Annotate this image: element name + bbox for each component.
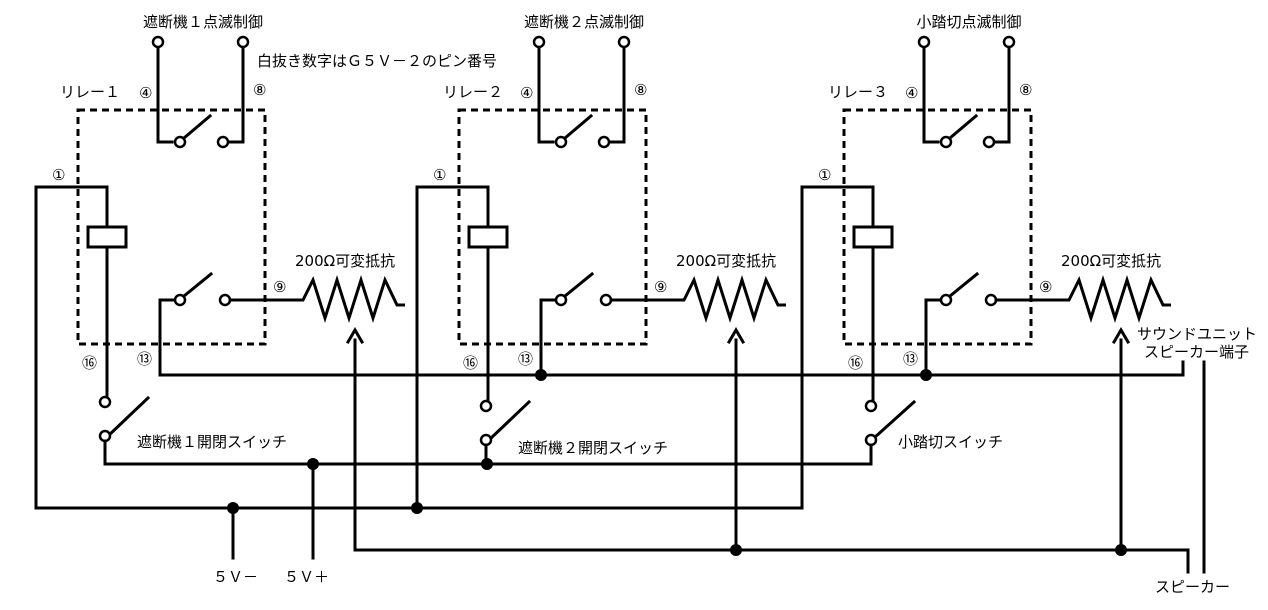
control-terminal: [151, 35, 165, 49]
control-terminal: [236, 35, 250, 49]
pin-8-label: ⑧: [634, 81, 647, 99]
pin-1-label: ①: [433, 166, 446, 184]
relay-box: [457, 108, 648, 346]
pin-4-label: ④: [139, 84, 152, 102]
pin-16-label: ⑯: [82, 354, 97, 372]
control-terminal: [532, 35, 546, 49]
pin-4-label: ④: [520, 84, 533, 102]
variable-resistor: [676, 275, 786, 323]
pin-8-label: ⑧: [1019, 81, 1032, 99]
switch-label-3: 小踏切スイッチ: [898, 433, 1003, 451]
pin-9-label: ⑨: [654, 278, 667, 296]
pin-8-label: ⑧: [253, 81, 266, 99]
pin-9-label: ⑨: [1039, 278, 1052, 296]
relay-label-1: リレー１: [60, 83, 120, 101]
pin-16-label: ⑯: [463, 354, 478, 372]
pin-13-label: ⑬: [518, 350, 533, 368]
switch-label-1: 遮断機１開閉スイッチ: [137, 433, 287, 451]
resistor-label-2: 200Ω可変抵抗: [676, 252, 776, 270]
pin-4-label: ④: [905, 84, 918, 102]
control-terminal: [1002, 35, 1016, 49]
relay-label-2: リレー２: [443, 83, 503, 101]
power-plus-label: ５Ｖ＋: [284, 568, 329, 586]
power-minus-label: ５Ｖ－: [213, 568, 258, 586]
pin-1-label: ①: [52, 166, 65, 184]
resistor-wiper-arrow: [726, 327, 746, 345]
relay-unit-3: 小踏切点滅制御 リレー３ ④ ⑧ ① ⑯ ⑬ ⑨ 200Ω可変抵抗 小踏切スイッ…: [800, 13, 1171, 552]
pin-13-label: ⑬: [137, 350, 152, 368]
relay-coil: [852, 225, 894, 249]
relay-unit-2: 遮断機２点滅制御 リレー２ ④ ⑧ ① ⑯ ⑬ ⑨ 200Ω可変抵抗 遮断機２開…: [415, 13, 786, 552]
resistor-wiper-arrow: [1111, 327, 1131, 345]
resistor-wiper-arrow: [345, 327, 365, 345]
pin-9-label: ⑨: [273, 278, 286, 296]
relay-unit-1: 遮断機１点滅制御 リレー１ ④ ⑧ ① ⑯ ⑬ ⑨ 200Ω可変抵抗 遮断機１開…: [34, 13, 405, 552]
relay-label-3: リレー３: [828, 83, 888, 101]
variable-resistor: [1061, 275, 1171, 323]
relay-coil: [467, 225, 509, 249]
relay-box: [76, 108, 267, 346]
control-label-3: 小踏切点滅制御: [916, 13, 1021, 31]
sound-unit-label: サウンドユニット: [1137, 325, 1257, 343]
variable-resistor: [295, 275, 405, 323]
relay-box: [842, 108, 1033, 346]
pin-16-label: ⑯: [848, 354, 863, 372]
resistor-label-1: 200Ω可変抵抗: [295, 252, 395, 270]
relay-coil: [86, 225, 128, 249]
switch-label-2: 遮断機２開閉スイッチ: [518, 439, 668, 457]
control-terminal: [617, 35, 631, 49]
control-label-2: 遮断機２点滅制御: [524, 13, 644, 31]
resistor-label-3: 200Ω可変抵抗: [1061, 252, 1161, 270]
pin-note: 白抜き数字はＧ５Ｖ－２のピン番号: [257, 52, 497, 70]
control-terminal: [917, 35, 931, 49]
speaker-terminal-label: スピーカー端子: [1144, 343, 1249, 361]
control-label-1: 遮断機１点滅制御: [143, 13, 263, 31]
pin-1-label: ①: [818, 166, 831, 184]
speaker-label: スピーカー: [1155, 578, 1230, 596]
pin-13-label: ⑬: [903, 350, 918, 368]
